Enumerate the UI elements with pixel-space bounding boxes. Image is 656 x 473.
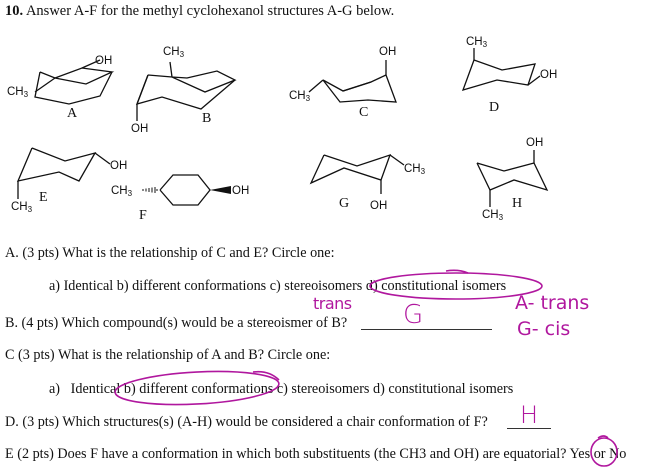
structure-d-oh: OH: [540, 69, 558, 81]
structure-g-ring: [309, 153, 405, 194]
structure-label-f: F: [139, 208, 147, 223]
structure-label-d: D: [489, 100, 500, 115]
question-c-options: a) Identical b) different conformations …: [49, 381, 513, 397]
structure-label-h: H: [512, 196, 523, 211]
question-c-options-cd: c) stereoisomers d) constitutional isome…: [276, 381, 514, 397]
structure-b-ring: [135, 61, 237, 121]
circle-tick-c: [252, 370, 280, 381]
structure-e-oh: OH: [110, 160, 128, 172]
structure-g-oh: OH: [370, 200, 388, 212]
question-c-option-a-letter: a): [49, 381, 61, 397]
question-a-options-abc: a) Identical b) different conformations …: [49, 278, 363, 294]
question-b-answer-blank[interactable]: [361, 328, 492, 330]
question-a-options: a) Identical b) different conformations …: [49, 278, 506, 294]
structure-h-ring: [476, 150, 549, 207]
question-d-prompt: D. (3 pts) Which structures(s) (A-H) wou…: [5, 414, 488, 430]
answer-b-g: G: [403, 300, 424, 330]
question-title: 10. Answer A-F for the methyl cyclohexan…: [5, 3, 394, 19]
question-e-yes[interactable]: Yes: [569, 446, 591, 462]
structure-f-oh: OH: [232, 185, 250, 197]
structure-h-oh: OH: [526, 137, 544, 149]
structure-label-c: C: [359, 105, 369, 120]
question-a-prompt: A. (3 pts) What is the relationship of C…: [5, 245, 335, 261]
question-c-option-b[interactable]: b) different conformations: [123, 381, 274, 397]
structure-b-ch3: CH3: [163, 46, 185, 59]
question-e-prompt-text: E (2 pts) Does F have a conformation in …: [5, 446, 567, 462]
question-e-or: or: [593, 446, 606, 462]
question-b-prompt: B. (4 pts) Which compound(s) would be a …: [5, 315, 348, 331]
structure-e-ring: [16, 147, 111, 199]
structure-c-ring: [308, 60, 397, 103]
structure-f-ch3: CH3: [111, 185, 133, 198]
side-note-a-trans: A- trans: [515, 292, 590, 314]
structure-a-ring: [34, 59, 115, 105]
question-e-no[interactable]: No: [609, 446, 627, 462]
structure-label-g: G: [339, 196, 350, 211]
side-note-g-cis: G- cis: [517, 318, 571, 340]
structure-h-ch3: CH3: [482, 209, 504, 222]
question-e-prompt: E (2 pts) Does F have a conformation in …: [5, 446, 626, 462]
structure-label-a: A: [67, 106, 78, 121]
question-number: 10.: [5, 3, 24, 19]
molecule-drawings: [16, 48, 549, 207]
question-a-option-d[interactable]: d) constitutional isomers: [365, 278, 507, 294]
structure-label-e: E: [39, 190, 48, 205]
structure-d-ring: [461, 48, 541, 91]
question-c-prompt: C (3 pts) What is the relationship of A …: [5, 347, 331, 363]
answer-d-h: H: [520, 401, 539, 429]
structure-f-ring: [142, 174, 211, 206]
circle-tick-e: [597, 435, 609, 439]
structure-a-ch3: CH3: [7, 86, 29, 99]
structure-a-oh: OH: [95, 55, 113, 67]
question-title-text: Answer A-F for the methyl cyclohexanol s…: [25, 3, 395, 19]
structure-g-ch3: CH3: [404, 163, 426, 176]
structure-c-ch3: CH3: [289, 90, 311, 103]
note-trans: trans: [313, 294, 352, 313]
question-c-option-a: Identical: [70, 381, 121, 397]
structure-f-solid-wedge: [210, 186, 231, 194]
structure-c-oh: OH: [379, 46, 397, 58]
structure-label-b: B: [202, 111, 212, 126]
question-d-answer-blank[interactable]: [507, 427, 551, 429]
structure-e-ch3: CH3: [11, 201, 33, 214]
circle-tick-a: [445, 269, 469, 274]
structure-d-ch3: CH3: [466, 36, 488, 49]
structure-b-oh: OH: [131, 123, 149, 135]
